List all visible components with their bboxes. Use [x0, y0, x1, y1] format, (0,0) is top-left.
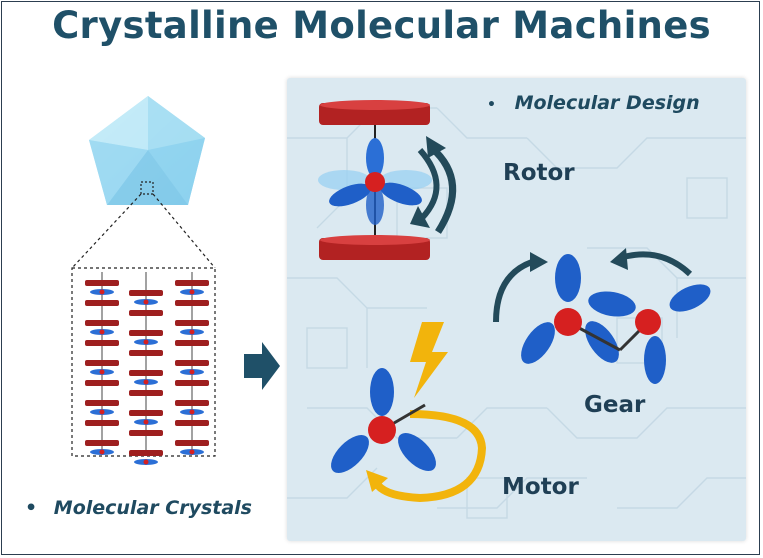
lattice-rotor-disk [175, 280, 209, 286]
lattice-center [189, 289, 195, 295]
lattice-rotor-disk [85, 400, 119, 406]
bullet-icon: • [487, 97, 496, 113]
lattice-center [99, 289, 105, 295]
lattice-center [143, 419, 149, 425]
lattice-rotor-disk [175, 340, 209, 346]
lattice-rotor-disk [175, 360, 209, 366]
lattice-rotor-disk [129, 350, 163, 356]
lattice-rotor-disk [85, 320, 119, 326]
molecular-design-text: Molecular Design [514, 92, 700, 114]
lattice-rotor-disk [129, 430, 163, 436]
rotor-label: Rotor [503, 160, 575, 186]
lattice-rotor-disk [85, 360, 119, 366]
lattice-rotor-disk [129, 310, 163, 316]
lattice-rotor-disk [129, 450, 163, 456]
lattice-rotor-disk [129, 390, 163, 396]
page-title: Crystalline Molecular Machines [52, 4, 711, 47]
lattice-center [143, 379, 149, 385]
molecular-crystals-text: Molecular Crystals [53, 497, 252, 519]
lattice-rotor-disk [85, 380, 119, 386]
lattice-center [189, 449, 195, 455]
lattice-center [99, 449, 105, 455]
lattice-center [189, 329, 195, 335]
lattice-rotor-disk [129, 370, 163, 376]
gear-label: Gear [584, 392, 646, 418]
lattice-center [143, 459, 149, 465]
molecular-design-label: • Molecular Design [487, 92, 700, 114]
molecular-crystals-label: • Molecular Crystals [25, 497, 252, 519]
lattice-rotor-disk [175, 440, 209, 446]
lattice-rotor-disk [175, 380, 209, 386]
lattice-center [99, 409, 105, 415]
lattice-rotor-disk [85, 340, 119, 346]
lattice-rotor-disk [175, 320, 209, 326]
lattice-rotor-disk [175, 420, 209, 426]
lightning-icon [410, 322, 448, 398]
lattice-center [189, 369, 195, 375]
lattice-rotor-disk [129, 410, 163, 416]
motor-label: Motor [502, 474, 579, 500]
lattice-rotor-disk [85, 300, 119, 306]
lattice-rotor-disk [175, 300, 209, 306]
lattice-center [143, 299, 149, 305]
bullet-icon: • [25, 497, 38, 519]
lattice-center [99, 329, 105, 335]
lattice-rotor-disk [85, 420, 119, 426]
lattice-center [99, 369, 105, 375]
lattice-center [143, 339, 149, 345]
lattice-rotor-disk [129, 290, 163, 296]
lattice-rotor-disk [85, 440, 119, 446]
lattice-rotor-disk [129, 330, 163, 336]
lattice-center [189, 409, 195, 415]
molecular-design-panel [287, 78, 746, 541]
lattice-rotor-disk [85, 280, 119, 286]
lattice-rotor-disk [175, 400, 209, 406]
